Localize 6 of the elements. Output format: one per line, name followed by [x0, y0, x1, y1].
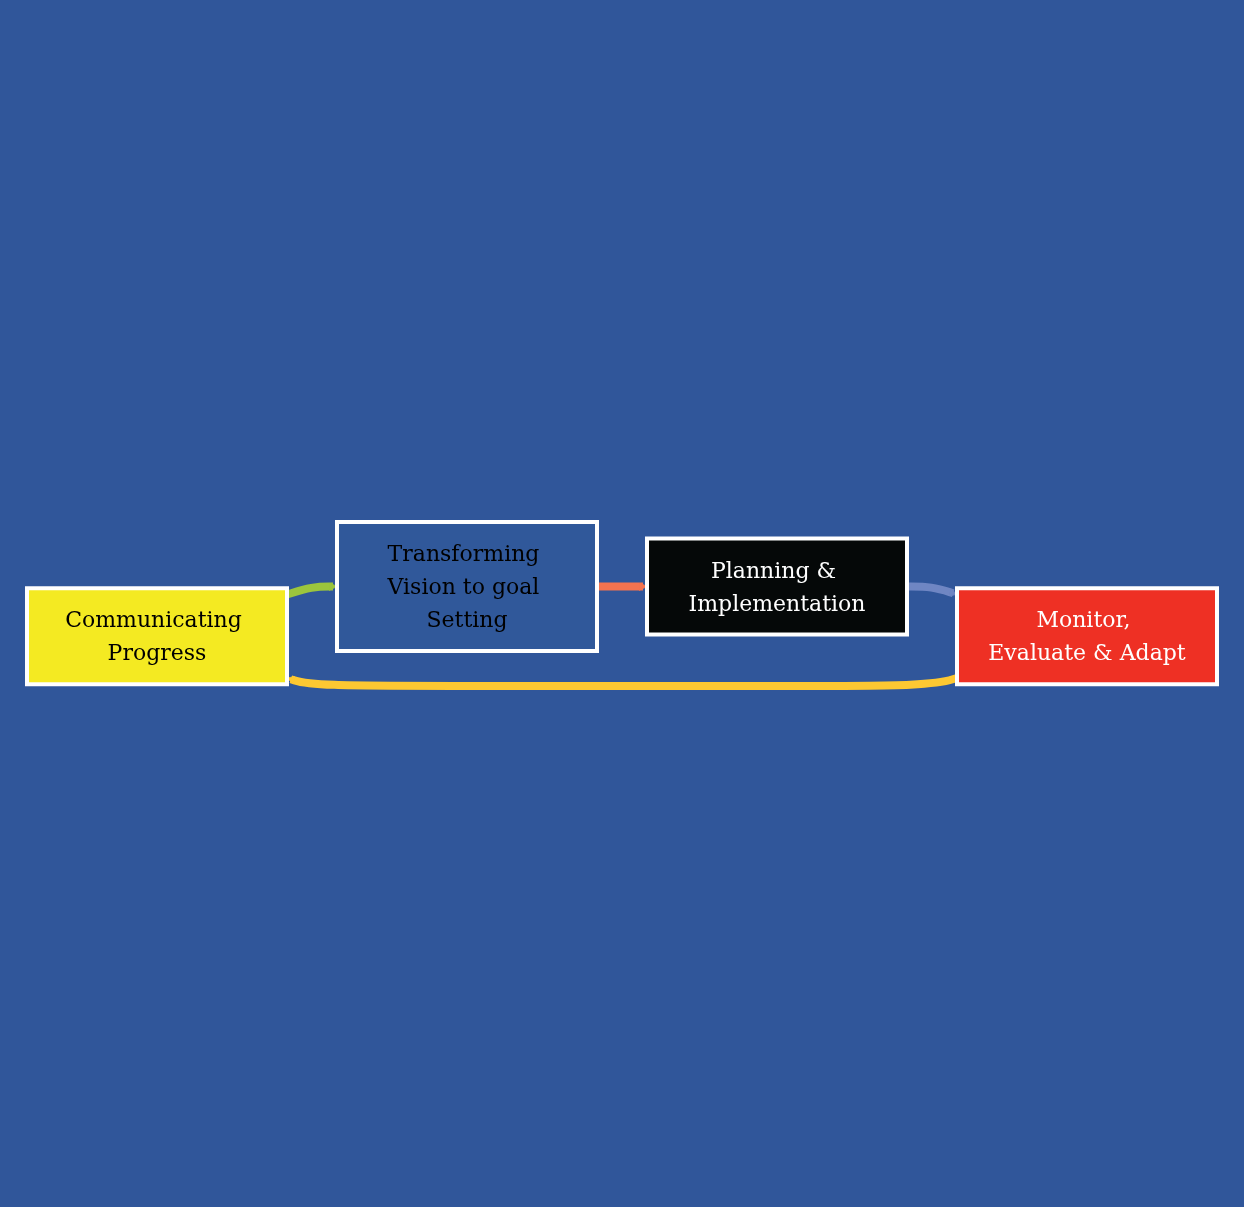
node-box: Planning & Implementation — [645, 536, 909, 636]
arrow — [907, 582, 958, 597]
arrow — [597, 581, 648, 591]
node-box: Transforming Vision to goal Setting — [335, 519, 599, 653]
node-box: Communicating Progress — [25, 585, 289, 686]
node-box: Monitor, Evaluate & Adapt — [955, 585, 1219, 686]
